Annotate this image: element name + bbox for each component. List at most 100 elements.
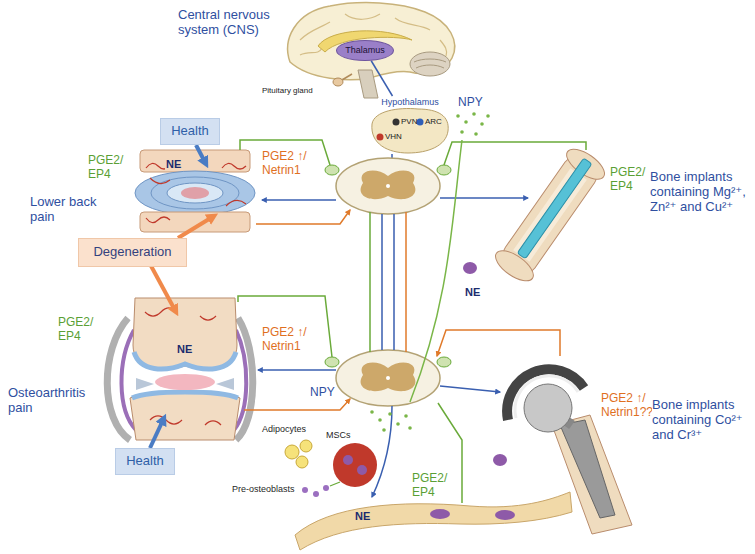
- pointer-arrow: [150, 264, 176, 312]
- node-text: Health: [126, 454, 164, 469]
- ganglion: [325, 357, 339, 367]
- ganglion: [437, 357, 451, 367]
- npy-dot: [480, 122, 484, 126]
- connector: [371, 61, 392, 96]
- signal-label: NE: [464, 286, 481, 299]
- signal-label: PGE2 ↑/ Netrin1: [262, 326, 318, 354]
- cerebellum: [410, 52, 450, 76]
- condition-label: Osteoarthritis pain: [8, 386, 100, 416]
- cartilage: [132, 392, 238, 398]
- npy-dots: [370, 410, 412, 432]
- ganglion: [437, 165, 451, 175]
- implant-rod: [517, 158, 592, 259]
- pre-osteoblast: [323, 485, 329, 491]
- adipocyte: [285, 445, 299, 459]
- npy-dot: [486, 114, 490, 118]
- npy-dot: [388, 412, 392, 416]
- npy-dots: [456, 112, 490, 136]
- central-canal: [386, 184, 390, 188]
- pointer-arrow: [178, 216, 214, 238]
- msc-cell: [343, 455, 353, 465]
- npy-dot: [474, 132, 478, 136]
- osteoclast: [430, 509, 450, 519]
- cell-label: MSCs: [326, 430, 351, 440]
- nucleus-label: VHN: [385, 132, 402, 141]
- pain-signal: [256, 210, 350, 224]
- ganglion: [325, 165, 339, 175]
- bone-marrow: [333, 443, 377, 487]
- brain-outline: [288, 3, 455, 80]
- npy-dot: [456, 114, 460, 118]
- brainstem: [358, 70, 378, 98]
- nucleus-dot: [393, 119, 400, 126]
- nucleus-label: ARC: [425, 117, 442, 126]
- nerve-tract: [405, 212, 407, 352]
- npy-dot: [370, 410, 374, 414]
- tibia: [130, 392, 240, 440]
- pointer-arrow: [196, 145, 206, 164]
- gray-matter: [361, 362, 416, 391]
- bone-implant: [491, 143, 610, 286]
- adipocyte: [300, 440, 312, 452]
- spinal-cord: [336, 158, 440, 214]
- differentiation-arrow: [330, 482, 340, 486]
- node-text: Hypothalamus: [368, 97, 452, 107]
- central-canal: [386, 376, 390, 380]
- part-label: Pituitary gland: [262, 86, 313, 95]
- npy-dot: [404, 414, 408, 418]
- annulus-ring: [151, 177, 239, 209]
- cup-liner: [515, 376, 578, 418]
- signal-label: PGE2/ EP4: [412, 472, 454, 500]
- pain-signal: [244, 399, 350, 410]
- degenerated-zone: [155, 374, 215, 390]
- npy-dot: [378, 418, 382, 422]
- implant-stem: [560, 420, 615, 518]
- npy-dot: [396, 422, 400, 426]
- joint-capsule: [107, 318, 130, 440]
- vertebra: [140, 150, 250, 172]
- blood-vessel: [146, 163, 246, 222]
- bone-surface: [295, 492, 572, 550]
- sensory-nerve: [238, 296, 332, 357]
- intervertebral-disc: [135, 171, 255, 215]
- pre-osteoblast: [302, 487, 308, 493]
- signal-label: PGE2/ EP4: [58, 316, 100, 344]
- nucleus-dot: [417, 119, 424, 126]
- osteoclast: [495, 510, 515, 520]
- npy-pathway: [410, 140, 462, 402]
- spinal-cord: [336, 350, 440, 406]
- cerebellum-folds: [414, 59, 446, 68]
- condition-label: Lower back pain: [30, 195, 110, 225]
- condition-label: Bone implants containing Co²⁺ and Cr³⁺: [652, 398, 750, 443]
- adipocyte: [296, 456, 308, 468]
- brain-gyri: [300, 14, 447, 56]
- sympathetic-nerve: [372, 406, 392, 497]
- sympathetic-nerve: [440, 197, 528, 199]
- signal-label: NE: [176, 343, 193, 356]
- nucleus-dot: [377, 134, 384, 141]
- signal-label: PGE2 ↑/ Netrin1??: [601, 392, 659, 420]
- nucleus-label: PVN: [401, 117, 417, 126]
- nerve-tract: [382, 214, 394, 350]
- sympathetic-nerve: [262, 199, 336, 201]
- annulus-ring: [167, 183, 223, 203]
- node-text: Health: [171, 124, 209, 139]
- immune-cell: [463, 262, 477, 274]
- hypothalamus-outline: [372, 109, 448, 153]
- pointer-arrow: [150, 418, 164, 448]
- sensory-nerve: [444, 142, 586, 165]
- pain-signal: [437, 330, 560, 356]
- nucleus-pulposus: [181, 187, 209, 199]
- node-text: Thalamus: [345, 45, 385, 55]
- implant-head: [524, 384, 572, 432]
- pituitary-stalk: [342, 74, 352, 80]
- blood-vessel: [145, 308, 221, 425]
- npy-dot: [464, 120, 468, 124]
- femur: [552, 415, 632, 534]
- signal-label: PGE2/ EP4: [88, 154, 130, 182]
- immune-cell: [493, 454, 507, 466]
- signal-label: NE: [354, 510, 371, 523]
- npy-dot: [472, 112, 476, 116]
